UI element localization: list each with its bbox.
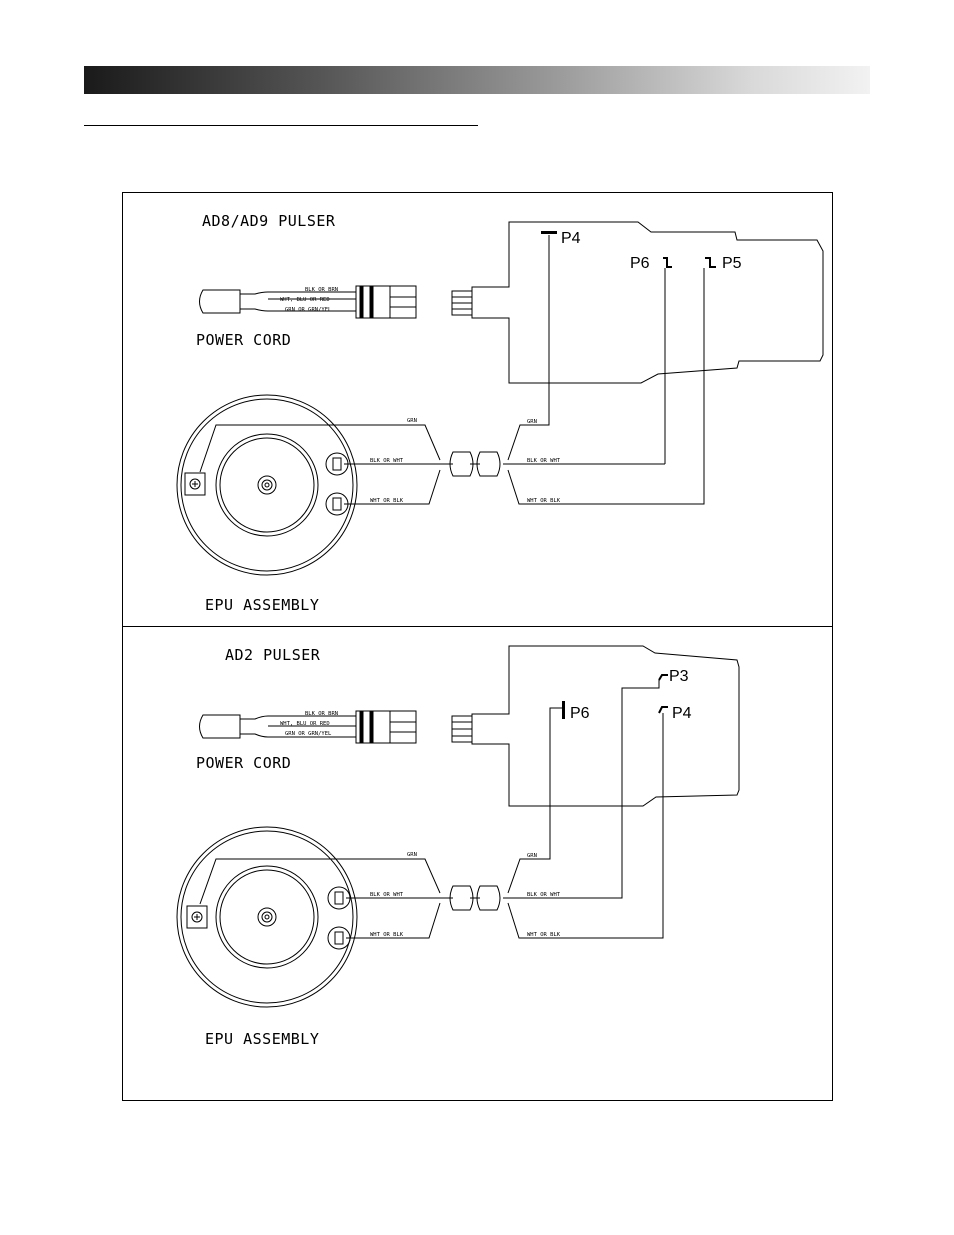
terminal-p4-top xyxy=(541,231,557,234)
epu-wire-label: WHT OR BLK xyxy=(370,498,404,504)
board-connector-bottom xyxy=(452,716,472,742)
board-wire-label: BLK OR WHT xyxy=(527,458,561,464)
terminal-label: P5 xyxy=(722,255,742,272)
board-wire-label: WHT OR BLK xyxy=(527,932,561,938)
epu-wire-label: WHT OR BLK xyxy=(370,932,404,938)
board-wire-label: GRN xyxy=(527,853,537,859)
circuit-board-bottom xyxy=(472,646,739,806)
board-wire-label: WHT OR BLK xyxy=(527,498,561,504)
cord-wire-label: WHT, BLU OR RED xyxy=(280,721,330,727)
power-cord-label: POWER CORD xyxy=(196,331,291,349)
terminal-label: P4 xyxy=(672,705,692,722)
epu-wire-label: GRN xyxy=(407,852,417,858)
panel-top-title: AD8/AD9 PULSER xyxy=(202,212,336,230)
epu-wire-label: BLK OR WHT xyxy=(370,892,404,898)
epu-assembly-top xyxy=(177,235,704,575)
epu-assembly-label: EPU ASSEMBLY xyxy=(205,596,319,614)
cord-wire-label: BLK OR BRN xyxy=(305,711,338,717)
terminal-label: P3 xyxy=(669,668,689,685)
epu-assembly-bottom xyxy=(177,680,663,1007)
panel-bottom-title: AD2 PULSER xyxy=(225,646,321,664)
terminal-p3-bottom xyxy=(659,675,668,680)
panel-bottom: AD2 PULSER BLK OR BRN WHT, BLU OR RED GR… xyxy=(177,646,739,1048)
terminal-p5-top xyxy=(705,258,716,267)
board-wire-label: BLK OR WHT xyxy=(527,892,561,898)
epu-assembly-label: EPU ASSEMBLY xyxy=(205,1030,319,1048)
board-wire-label: GRN xyxy=(527,419,537,425)
cord-wire-label: WHT, BLU OR RED xyxy=(280,297,330,303)
cord-wire-label: BLK OR BRN xyxy=(305,287,338,293)
board-connector-top xyxy=(452,291,472,315)
terminal-label: P6 xyxy=(630,255,650,272)
epu-wire-label: GRN xyxy=(407,418,417,424)
terminal-label: P4 xyxy=(561,230,581,247)
terminal-p6-bottom xyxy=(562,701,565,719)
power-cord-label: POWER CORD xyxy=(196,754,291,772)
terminal-label: P6 xyxy=(570,705,590,722)
terminal-p4-bottom xyxy=(659,707,668,713)
panel-top: AD8/AD9 PULSER BLK OR BRN WHT, BLU OR RE… xyxy=(177,212,823,614)
terminal-p6-top xyxy=(663,258,672,267)
epu-wire-label: BLK OR WHT xyxy=(370,458,404,464)
circuit-board-top xyxy=(472,222,823,383)
cord-wire-label: GRN OR GRN/YEL xyxy=(285,731,332,737)
cord-wire-label: GRN OR GRN/YEL xyxy=(285,307,332,313)
